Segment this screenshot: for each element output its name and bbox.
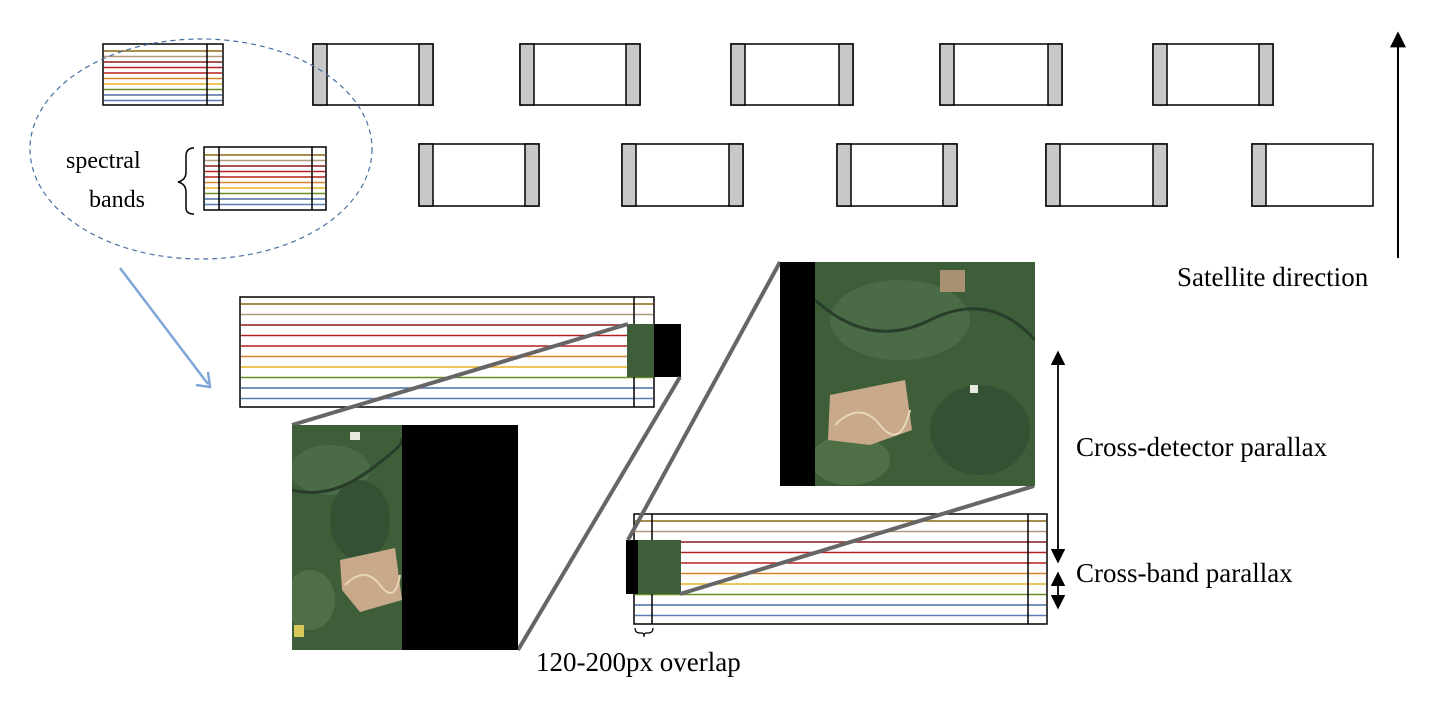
enlarged-detector-left bbox=[239, 296, 681, 408]
spectral-label-line2: bands bbox=[89, 187, 145, 213]
spectral-band-lines bbox=[241, 303, 653, 400]
image-chip-small-b bbox=[638, 540, 681, 594]
zoom-pointer-arrow bbox=[119, 267, 212, 389]
nodata-strip-small-b bbox=[626, 540, 638, 594]
satellite-image-large-right bbox=[780, 262, 1035, 486]
detector-5 bbox=[519, 43, 641, 106]
spectral-band-lines bbox=[205, 154, 325, 206]
cross-band-label: Cross-band parallax bbox=[1076, 558, 1293, 588]
detector-9 bbox=[939, 43, 1063, 106]
detector-7 bbox=[730, 43, 854, 106]
detector-11 bbox=[1152, 43, 1274, 106]
spectral-band-lines bbox=[635, 520, 1046, 617]
cross-detector-label: Cross-detector parallax bbox=[1076, 432, 1328, 462]
zoom-connectors bbox=[291, 261, 1035, 652]
enlarged-detector-right bbox=[626, 513, 1048, 625]
satellite-image-large-left bbox=[292, 425, 518, 650]
nodata-strip-small bbox=[654, 324, 681, 377]
detector-3 bbox=[312, 43, 434, 106]
satellite-direction-label: Satellite direction bbox=[1177, 262, 1369, 292]
detector-2 bbox=[203, 146, 327, 211]
overlap-brace bbox=[634, 627, 654, 638]
detector-row-bottom bbox=[203, 143, 1374, 211]
detector-4 bbox=[418, 143, 540, 207]
detector-6 bbox=[621, 143, 744, 207]
highlight-ellipse bbox=[29, 38, 373, 260]
detector-10 bbox=[1045, 143, 1168, 207]
spectral-label-line1: spectral bbox=[66, 148, 141, 174]
spectral-band-lines bbox=[104, 50, 222, 102]
detector-1 bbox=[102, 43, 224, 106]
overlap-label: 120-200px overlap bbox=[536, 647, 741, 677]
brace bbox=[177, 147, 195, 215]
detector-12 bbox=[1251, 143, 1374, 207]
detector-8 bbox=[836, 143, 958, 207]
detector-row-top bbox=[102, 43, 1274, 106]
